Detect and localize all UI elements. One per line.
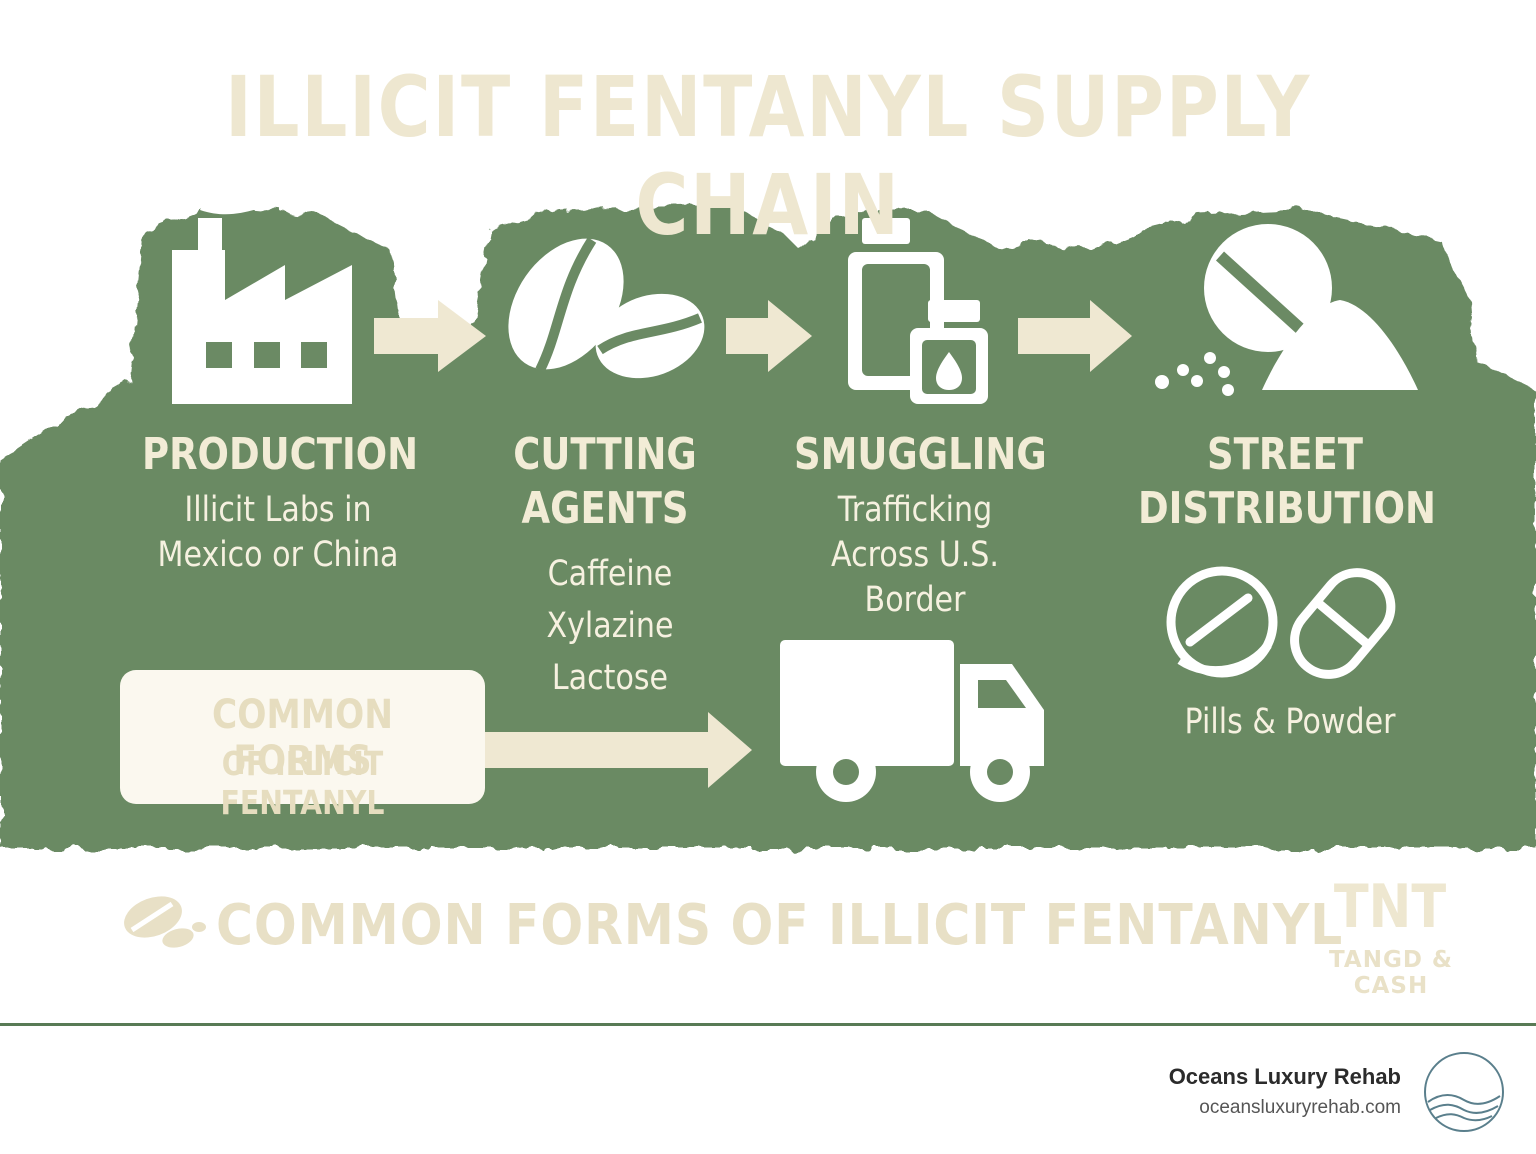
stage-detail-smuggling: Trafficking Across U.S. Border [786,488,1044,623]
common-forms-box: COMMON FORMS OF ILLICIT FENTANYL [120,670,485,822]
stage-heading-line: CUTTING [513,429,697,480]
wave-logo-icon [1424,1052,1504,1132]
arrow-icon [485,712,752,788]
arrow-icon [1018,300,1132,372]
bottom-caption: COMMON FORMS OF ILLICIT FENTANYL [216,893,1344,958]
arrow-icon [374,300,486,372]
arrow-icon [726,300,812,372]
stage-heading-line: SMUGGLING [794,429,1047,480]
stage-detail-street-distribution: Pills & Powder [1152,700,1427,745]
stage-detail-line: Mexico or China [157,535,399,575]
page-title: ILLICIT FENTANYL SUPPLY CHAIN [224,58,1312,254]
stage-heading-line: AGENTS [521,483,689,534]
stage-detail-production: Illicit Labs in Mexico or China [140,488,415,578]
stage-detail-line: Pills & Powder [1184,702,1396,742]
stage-detail-line: Across U.S. [831,535,999,575]
stage-heading-production: PRODUCTION [142,428,419,482]
footer-brand-name: Oceans Luxury Rehab [1168,1064,1401,1089]
common-forms-line2: OF ILLICIT FENTANYL [220,744,385,822]
stamp-sub: TANGD & CASH [1329,947,1453,999]
stage-detail-line: Illicit Labs in [184,490,372,530]
pill-powder-icon [1155,224,1418,396]
stage-heading-line: DISTRIBUTION [1138,483,1436,534]
small-pills-icon [124,896,206,948]
stage-heading-line: STREET [1206,429,1364,480]
truck-icon [780,640,1044,802]
stage-heading-cutting-agents: CUTTING AGENTS [479,428,731,536]
stage-detail-cutting-agents: Caffeine Xylazine Lactose [481,548,739,704]
stage-detail-line: Trafficking [837,490,993,530]
stamp-main: TNT [1333,872,1447,942]
footer-divider [0,1023,1536,1026]
stage-heading-street-distribution: STREET DISTRIBUTION [1138,428,1436,536]
stage-heading-line: PRODUCTION [142,429,419,480]
stage-heading-smuggling: SMUGGLING [794,428,1047,482]
coffee-beans-icon [508,237,705,379]
stage-detail-line: Xylazine [546,606,674,646]
stage-detail-line: Caffeine [547,554,673,594]
factory-icon [172,183,352,404]
pills-icon [1166,566,1396,679]
stage-detail-line: Lactose [551,658,669,698]
footer-brand-url: oceansluxuryrehab.com [1199,1097,1401,1118]
stage-detail-line: Border [864,580,966,620]
common-forms-line1: COMMON FORMS [211,692,393,784]
bottles-icon [848,218,988,404]
